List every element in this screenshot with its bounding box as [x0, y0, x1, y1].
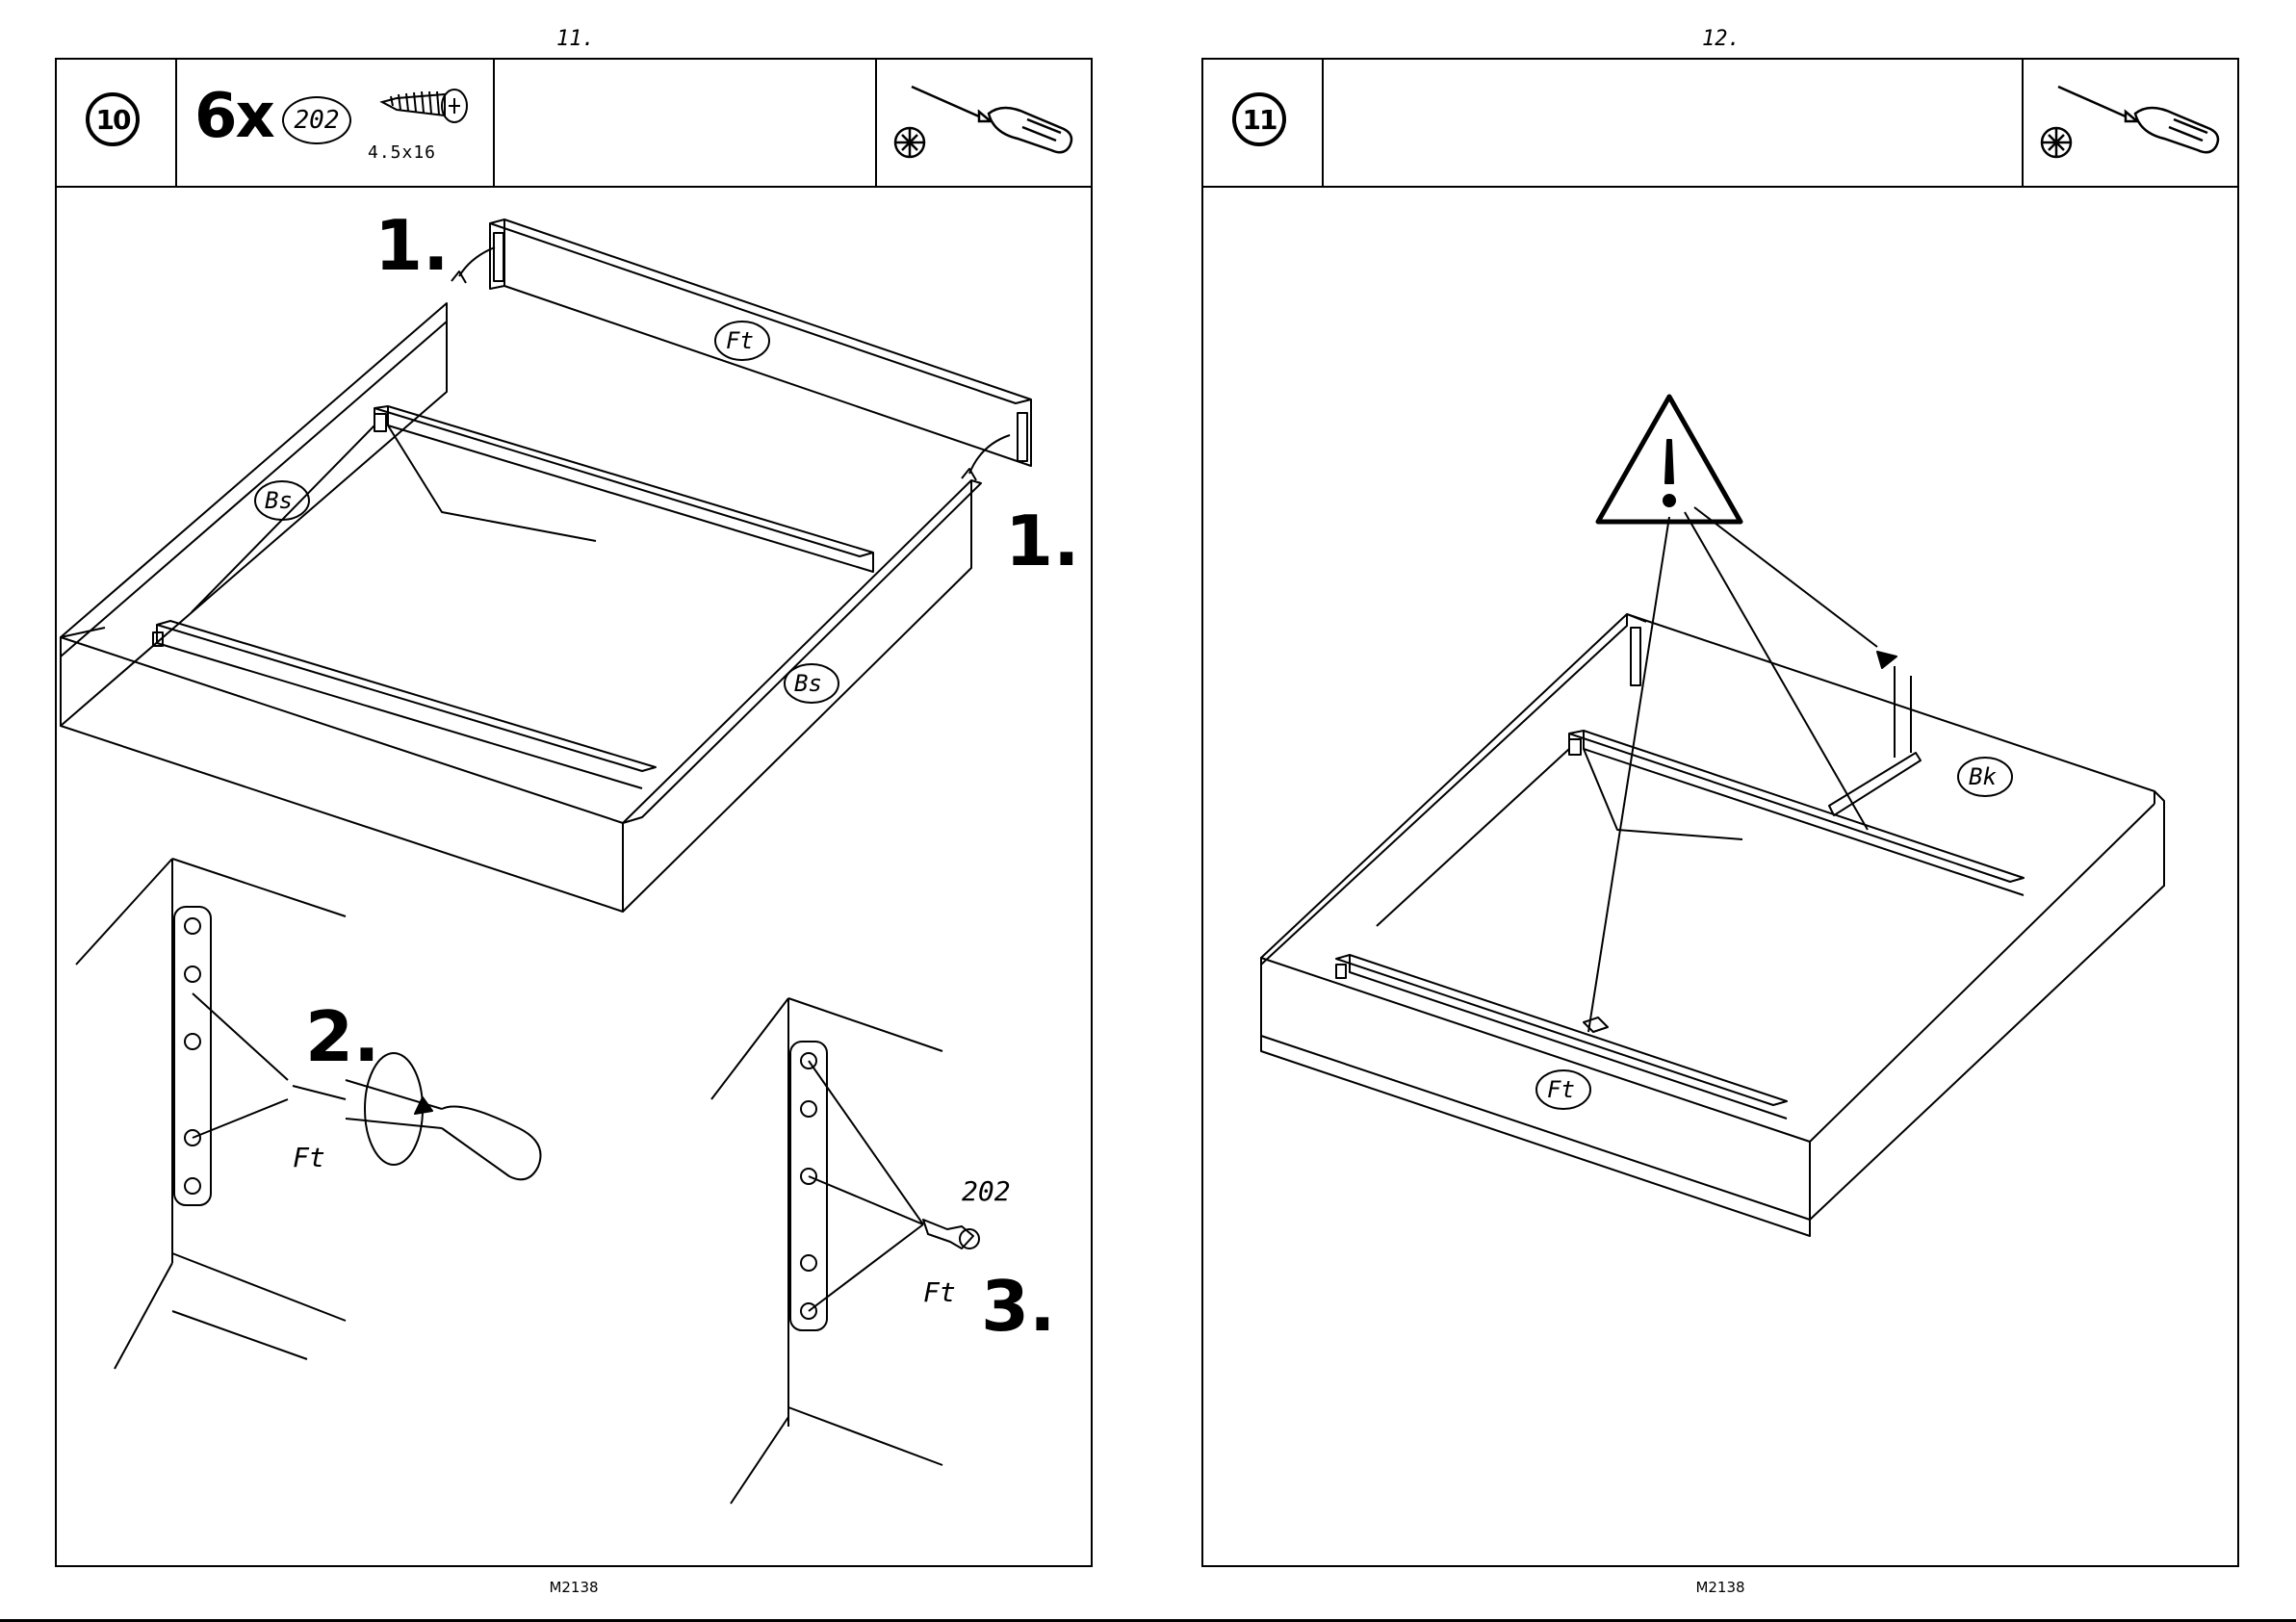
instruction-page-step-11: 11 — [1201, 58, 2239, 1567]
panel-label-bk: Bk — [1969, 763, 1997, 790]
assembly-illustration-step-10: 1. 1. 2. 3. Ft Bs Bs Ft Ft 202 — [57, 60, 1091, 1565]
detail-bracket-screwdriver — [76, 859, 541, 1369]
caution-triangle-icon — [1598, 397, 1741, 522]
page-number-left: 11. — [556, 27, 595, 51]
bed-frame-drawing — [1261, 614, 2164, 1236]
panel-label-bs-right: Bs — [794, 670, 822, 697]
detail-label-part: 202 — [962, 1175, 1011, 1207]
footer-code: M2138 — [1203, 1579, 2237, 1596]
step-1-label-top: 1. — [374, 205, 449, 286]
step-1-label-right: 1. — [1005, 501, 1079, 581]
assembly-illustration-step-11: Bk Ft — [1203, 60, 2237, 1565]
bed-frame-drawing — [61, 219, 1031, 912]
instruction-page-step-10: 10 6x 202 4.5x16 — [55, 58, 1093, 1567]
step-3-label: 3. — [981, 1266, 1055, 1347]
panel-label-ft: Ft — [1547, 1076, 1575, 1103]
detail-label-ft-b: Ft — [923, 1276, 956, 1308]
detail-bracket-screw — [711, 998, 979, 1504]
footer-code: M2138 — [57, 1579, 1091, 1596]
step-2-label: 2. — [305, 996, 379, 1077]
page-number-right: 12. — [1702, 27, 1741, 51]
detail-label-ft-a: Ft — [293, 1142, 325, 1173]
panel-label-ft: Ft — [726, 327, 754, 354]
panel-label-bs-left: Bs — [265, 487, 293, 514]
